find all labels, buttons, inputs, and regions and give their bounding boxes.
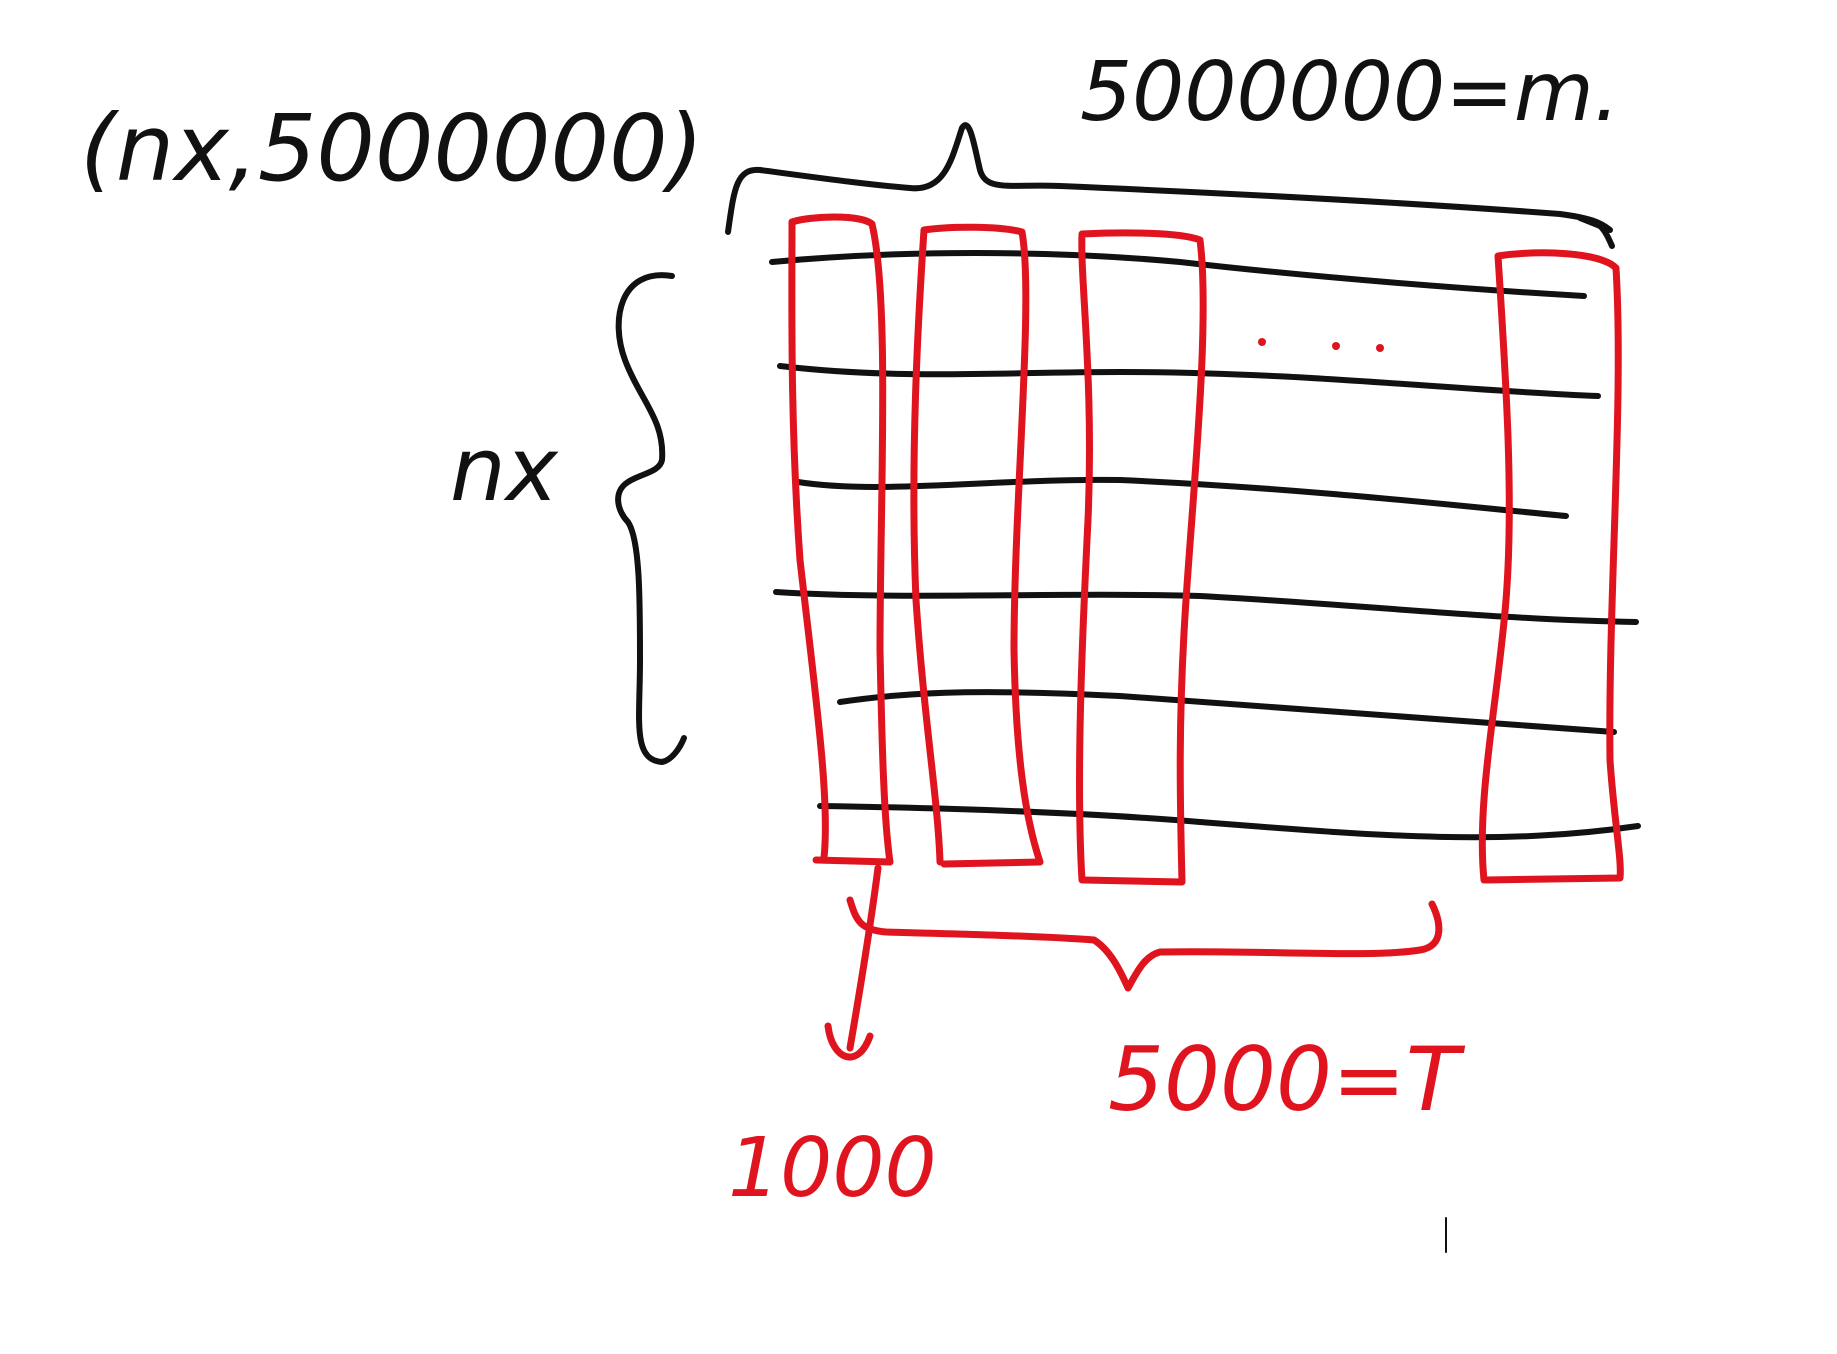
dot <box>1332 342 1340 350</box>
row-line <box>817 803 1641 841</box>
row-line <box>837 689 1617 735</box>
rows-label: nx <box>450 418 559 521</box>
bottom-brace <box>846 896 1443 992</box>
chunk-column <box>1478 249 1624 884</box>
dot <box>1376 344 1384 352</box>
chunk-size-label: 1000 <box>728 1121 937 1216</box>
top-brace <box>725 122 1615 249</box>
chunk-count-label: 5000=T <box>1108 1028 1466 1131</box>
row-line <box>795 476 1569 519</box>
chunk-columns <box>788 213 1624 886</box>
chunk-column <box>788 213 894 866</box>
chunk-column <box>1076 229 1207 886</box>
left-brace <box>615 272 687 765</box>
chunk-size-arrow <box>824 864 882 1061</box>
columns-total-label: 5000000=m. <box>1080 45 1620 140</box>
shape-label: (nx,5000000) <box>80 95 704 202</box>
continuation-dots <box>1258 338 1384 352</box>
dot <box>1258 338 1266 346</box>
chunk-column <box>910 223 1044 868</box>
row-line <box>769 250 1587 299</box>
row-line <box>777 363 1601 399</box>
row-lines <box>769 250 1641 841</box>
